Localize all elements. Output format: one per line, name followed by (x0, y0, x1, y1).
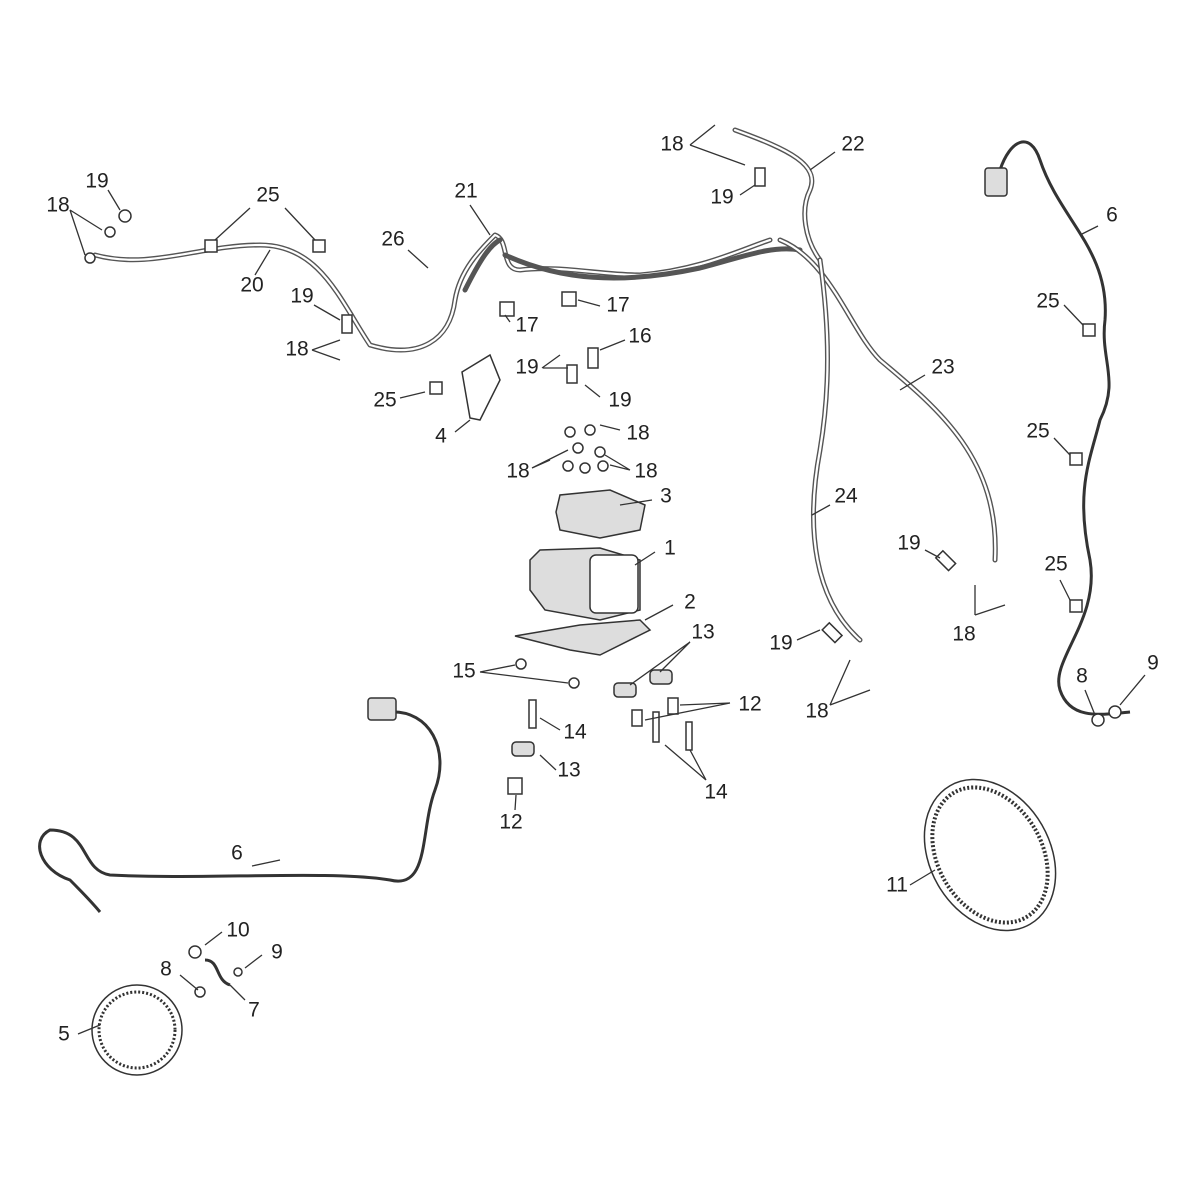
callout-7: 7 (248, 999, 260, 1022)
callout-5: 5 (58, 1023, 70, 1046)
callout-1: 1 (664, 537, 676, 560)
callout-labels: 18 22 19 19 25 18 21 26 20 6 19 17 17 16… (46, 133, 1159, 1046)
callout-20: 20 (240, 274, 263, 297)
callout-26: 26 (381, 228, 404, 251)
callout-14: 14 (704, 781, 728, 804)
callout-18: 18 (626, 422, 649, 445)
callout-18: 18 (660, 133, 683, 156)
callout-19: 19 (290, 285, 313, 308)
callout-3: 3 (660, 485, 672, 508)
callout-9: 9 (1147, 652, 1159, 675)
brake-hoses (92, 127, 998, 643)
tone-rings (91, 778, 1057, 1076)
callout-8: 8 (1076, 665, 1088, 688)
callout-12: 12 (499, 811, 522, 834)
abs-modulator (461, 353, 652, 656)
callout-17: 17 (515, 314, 538, 337)
callout-19: 19 (515, 356, 538, 379)
callout-18: 18 (285, 338, 308, 361)
callout-25: 25 (1036, 290, 1059, 313)
callout-2: 2 (684, 591, 696, 614)
sensor-connector (367, 697, 397, 721)
callout-19: 19 (897, 532, 920, 555)
callout-18: 18 (952, 623, 975, 646)
callout-18: 18 (634, 460, 657, 483)
callout-8: 8 (160, 958, 172, 981)
callout-18: 18 (805, 700, 828, 723)
callout-25: 25 (373, 389, 396, 412)
wheel-speed-sensor-wires (38, 140, 1131, 913)
callout-11: 11 (886, 874, 908, 897)
callout-6: 6 (1106, 204, 1118, 227)
callout-12: 12 (738, 693, 761, 716)
callout-14: 14 (563, 721, 587, 744)
fittings (84, 167, 1122, 998)
callout-4: 4 (435, 425, 447, 448)
callout-10: 10 (226, 919, 249, 942)
callout-23: 23 (931, 356, 954, 379)
callout-15: 15 (452, 660, 475, 683)
callout-25: 25 (1044, 553, 1067, 576)
callout-25: 25 (256, 184, 279, 207)
callout-19: 19 (769, 632, 792, 655)
callout-13: 13 (557, 759, 580, 782)
callout-19: 19 (608, 389, 631, 412)
callout-24: 24 (834, 485, 858, 508)
callout-22: 22 (841, 133, 864, 156)
callout-13: 13 (691, 621, 714, 644)
callout-17: 17 (606, 294, 629, 317)
callout-18: 18 (46, 194, 69, 217)
sensor-connector (984, 167, 1008, 197)
callout-25: 25 (1026, 420, 1049, 443)
callout-16: 16 (628, 325, 651, 348)
callout-21: 21 (454, 180, 477, 203)
callout-6: 6 (231, 842, 243, 865)
callout-19: 19 (710, 186, 733, 209)
callout-18: 18 (506, 460, 529, 483)
callout-9: 9 (271, 941, 283, 964)
callout-19: 19 (85, 170, 108, 193)
leader-lines (69, 124, 1146, 1035)
